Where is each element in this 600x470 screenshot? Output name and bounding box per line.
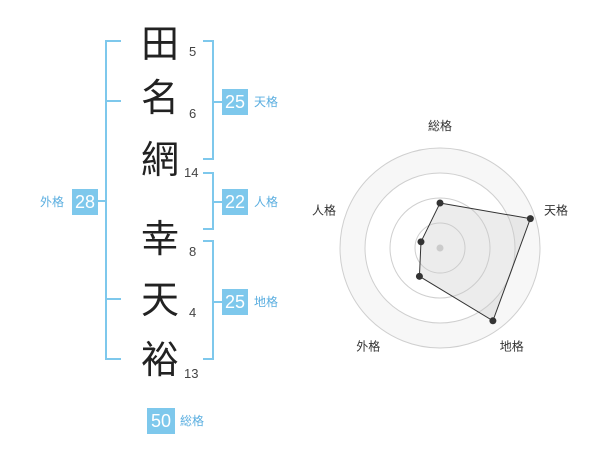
radar-point-1 [436,199,444,207]
radar-axis-label-5: 人格 [312,202,336,217]
gaikaku-bracket-top [105,40,121,42]
jinkaku-bracket-tick [212,201,222,203]
surname-char-2: 名 [140,76,179,120]
tenkaku-bracket-vertical [212,40,214,160]
chikaku-bracket-bottom [203,358,214,360]
radar-center-dot [436,244,444,252]
given-char-2: 天 [140,278,179,322]
given-strokes-2: 4 [189,305,197,320]
gaikaku-label: 外格 [40,195,65,209]
soukaku-label: 総格 [180,414,205,428]
radar-point-3 [489,317,497,325]
radar-axis-label-2: 天格 [544,202,568,217]
radar-point-5 [417,238,425,246]
chikaku-bracket-vertical [212,240,214,360]
tenkaku-bracket-bottom [203,158,214,160]
given-char-1: 幸 [140,217,179,261]
given-strokes-1: 8 [189,244,197,259]
chikaku-badge: 25 [222,289,248,315]
jinkaku-label: 人格 [254,195,279,209]
surname-strokes-2: 6 [189,106,197,121]
tenkaku-bracket-top [203,40,214,42]
radar-axis-label-1: 総格 [428,118,452,133]
surname-strokes-1: 5 [189,44,197,59]
gaikaku-bracket-vertical [105,40,107,360]
surname-char-3: 網 [140,138,179,182]
chikaku-label: 地格 [254,295,279,309]
tenkaku-bracket-tick [212,101,222,103]
gaikaku-bracket-mid-bottom [105,298,121,300]
surname-strokes-3: 14 [184,165,199,180]
tenkaku-badge: 25 [222,89,248,115]
gaikaku-bracket-tick [97,200,105,202]
radar-point-2 [526,215,534,223]
jinkaku-bracket-bottom [203,228,214,230]
radar-series-polygon [418,202,532,322]
surname-char-1: 田 [140,22,179,66]
jinkaku-bracket-top [203,172,214,174]
gaikaku-bracket-bottom [105,358,121,360]
given-char-3: 裕 [140,338,179,382]
gaikaku-bracket-mid-top [105,100,121,102]
chikaku-bracket-top [203,240,214,242]
radar-point-4 [415,272,423,280]
tenkaku-label: 天格 [254,95,279,109]
soukaku-badge: 50 [147,408,175,434]
gaikaku-badge: 28 [72,189,98,215]
given-strokes-3: 13 [184,366,199,381]
radar-axis-label-3: 地格 [500,339,524,354]
jinkaku-badge: 22 [222,189,248,215]
chikaku-bracket-tick [212,301,222,303]
radar-axis-label-4: 外格 [356,339,380,354]
